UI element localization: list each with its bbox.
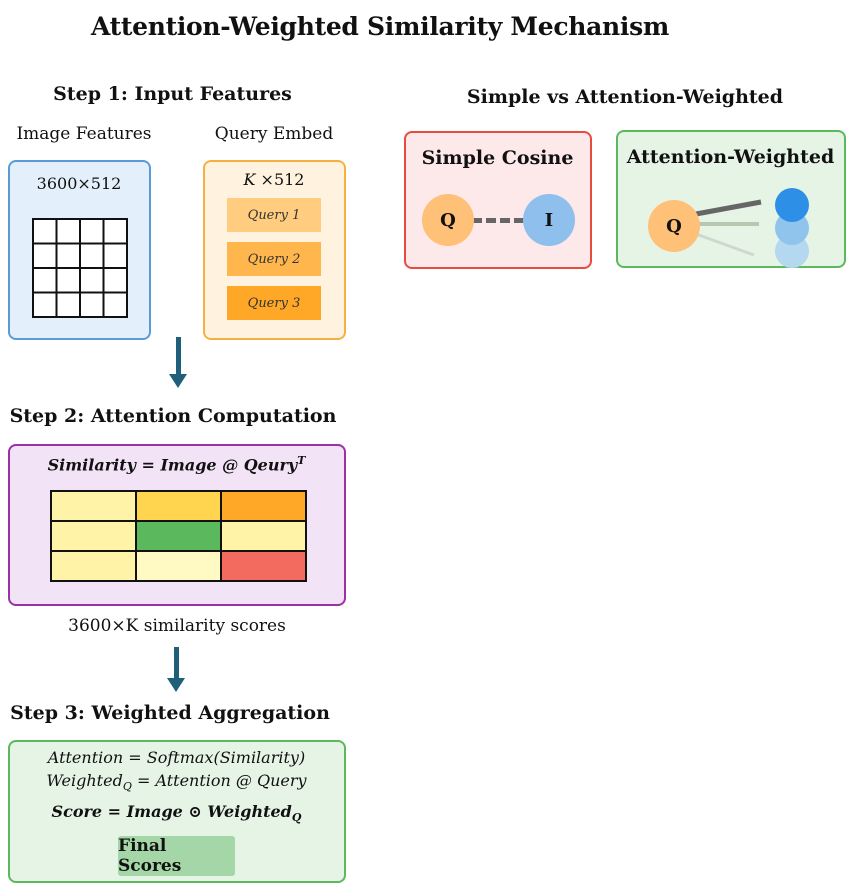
query-dims-rest: ×512 <box>255 170 305 189</box>
similarity-formula: Similarity = Image @ QeuryT <box>47 454 306 475</box>
score-formula: Score = Image ⊙ WeightedQ <box>10 802 343 824</box>
image-features-box: 3600×512 <box>8 160 151 340</box>
image-features-label: Image Features <box>16 124 152 144</box>
attn-query-circle: Q <box>648 200 700 252</box>
score-label: Score = Image ⊙ Weighted <box>51 802 292 821</box>
simple-cosine-title: Simple Cosine <box>421 147 574 169</box>
sim-cell-1-2 <box>220 520 307 552</box>
simple-image-circle: I <box>523 194 575 246</box>
query-embed-box: K ×512 Query 1 Query 2 Query 3 <box>203 160 346 340</box>
attention-lines <box>695 199 762 257</box>
comparison-heading: Simple vs Attention-Weighted <box>466 86 784 108</box>
weighted-label: Weighted <box>46 771 123 790</box>
sim-cell-1-1 <box>135 520 222 552</box>
sim-cell-0-0 <box>50 490 137 522</box>
formula-sup: T <box>297 454 306 467</box>
query-embed-label: Query Embed <box>214 124 334 144</box>
formula-rhs: Image @ Qeury <box>160 455 298 475</box>
sim-cell-0-2 <box>220 490 307 522</box>
sim-cell-0-1 <box>135 490 222 522</box>
sim-cell-2-0 <box>50 550 137 582</box>
similarity-grid <box>50 490 307 582</box>
attention-weighted-box: Attention-Weighted Q <box>616 130 846 268</box>
simple-query-circle: Q <box>422 194 474 246</box>
sim-cell-2-2 <box>220 550 307 582</box>
query-3: Query 3 <box>227 286 321 320</box>
cosine-link-line <box>472 218 524 223</box>
sim-cell-2-1 <box>135 550 222 582</box>
query-2: Query 2 <box>227 242 321 276</box>
diagram-title: Attention-Weighted Similarity Mechanism <box>90 12 670 41</box>
attention-weighted-title: Attention-Weighted <box>626 146 835 168</box>
score-sub: Q <box>291 811 302 825</box>
weighted-formula: WeightedQ = Attention @ Query <box>10 771 343 793</box>
weighted-aggregation-box: Attention = Softmax(Similarity) Weighted… <box>8 740 346 883</box>
sim-cell-1-0 <box>50 520 137 552</box>
simple-cosine-box: Simple Cosine Q I <box>404 131 592 269</box>
image-grid-icon <box>32 218 128 318</box>
step2-heading: Step 2: Attention Computation <box>9 405 337 427</box>
step3-heading: Step 3: Weighted Aggregation <box>10 702 330 724</box>
attention-computation-box: Similarity = Image @ QeuryT <box>8 444 346 606</box>
query-1: Query 1 <box>227 198 321 232</box>
similarity-caption: 3600×K similarity scores <box>68 616 286 636</box>
weighted-sub: Q <box>122 780 132 794</box>
final-scores-badge: Final Scores <box>118 836 235 876</box>
image-dims: 3600×512 <box>36 174 122 193</box>
attention-formula: Attention = Softmax(Similarity) <box>47 748 306 767</box>
formula-lhs: Similarity <box>47 455 136 475</box>
step1-heading: Step 1: Input Features <box>53 83 292 105</box>
weighted-rhs: = Attention @ Query <box>131 771 307 790</box>
key-circle-1 <box>775 188 809 222</box>
query-dims: K ×512 <box>205 170 343 189</box>
query-dims-k: K <box>243 170 256 189</box>
